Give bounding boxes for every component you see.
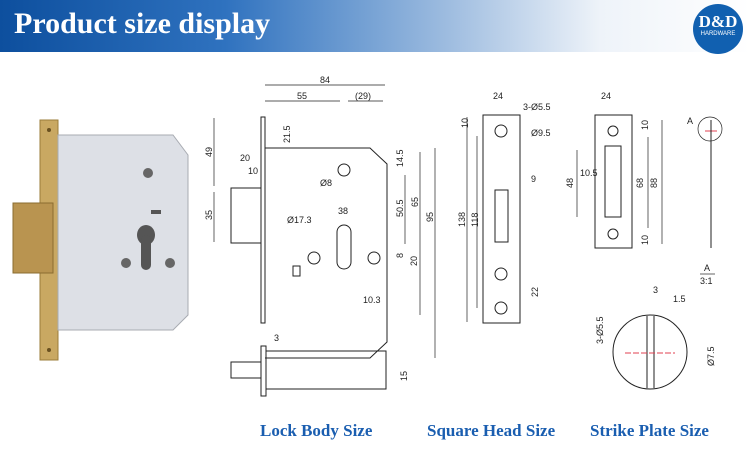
sh-dim-3-dia-5-5: 3-Ø5.5 [523, 102, 551, 112]
dim-49: 49 [204, 147, 214, 157]
brand-logo: D&D HARDWARE [693, 4, 743, 54]
lock-photo [12, 119, 189, 361]
dim-35: 35 [204, 210, 214, 220]
detail-label: A [687, 116, 693, 126]
dim-20b: 20 [409, 256, 419, 266]
dim-10: 10 [248, 166, 258, 176]
dim-84: 84 [320, 75, 330, 85]
detail-dim-dia-7-5: Ø7.5 [706, 346, 716, 366]
logo-subtext: HARDWARE [700, 31, 736, 37]
lock-body-drawing: 84 55 (29) 21.5 49 20 10 35 Ø8 14.5 50.5… [204, 75, 436, 397]
dim-50-5: 50.5 [395, 199, 405, 217]
caption-strike-plate: Strike Plate Size [590, 421, 709, 440]
sp-dim-48: 48 [565, 178, 575, 188]
dim-21-5: 21.5 [282, 125, 292, 143]
detail-scale: 3:1 [700, 276, 713, 286]
page-title: Product size display [14, 7, 271, 40]
sh-dim-dia-9-5: Ø9.5 [531, 128, 551, 138]
detail-dim-1-5: 1.5 [673, 294, 686, 304]
dim-3: 3 [274, 333, 279, 343]
sh-dim-24: 24 [493, 91, 503, 101]
dim-dia-17-3: Ø17.3 [287, 215, 312, 225]
sp-dim-10a: 10 [640, 120, 650, 130]
sh-dim-10: 10 [460, 118, 470, 128]
sp-dim-88: 88 [649, 178, 659, 188]
dim-95: 95 [425, 212, 435, 222]
sp-dim-10b: 10 [640, 235, 650, 245]
dim-38: 38 [338, 206, 348, 216]
dim-20: 20 [240, 153, 250, 163]
header-banner: Product size display [0, 0, 750, 52]
logo-text: D&D [698, 12, 738, 31]
detail-dim-3-dia-5-5: 3-Ø5.5 [595, 316, 605, 344]
sh-dim-9: 9 [531, 174, 536, 184]
sp-dim-24: 24 [601, 91, 611, 101]
dim-55: 55 [297, 91, 307, 101]
caption-square-head: Square Head Size [427, 421, 556, 440]
detail-scale-label: A [704, 263, 710, 273]
detail-dim-3: 3 [653, 285, 658, 295]
dim-14-5: 14.5 [395, 149, 405, 167]
dim-29: (29) [355, 91, 371, 101]
square-head-drawing: 24 3-Ø5.5 Ø9.5 10 9 138 118 22 [457, 91, 551, 324]
dim-10-3: 10.3 [363, 295, 381, 305]
sp-dim-10-5: 10.5 [580, 168, 598, 178]
sh-dim-22: 22 [530, 287, 540, 297]
dim-65: 65 [410, 197, 420, 207]
sh-dim-118: 118 [470, 213, 480, 227]
dim-dia-8: Ø8 [320, 178, 332, 188]
dim-15: 15 [399, 371, 409, 381]
caption-lock-body: Lock Body Size [260, 421, 373, 440]
sh-dim-138: 138 [457, 212, 467, 227]
strike-plate-drawing: 24 10 10 48 10.5 68 88 A A 3:1 3 1.5 3-Ø… [565, 91, 723, 390]
sp-dim-68: 68 [635, 178, 645, 188]
dim-8: 8 [395, 253, 405, 258]
